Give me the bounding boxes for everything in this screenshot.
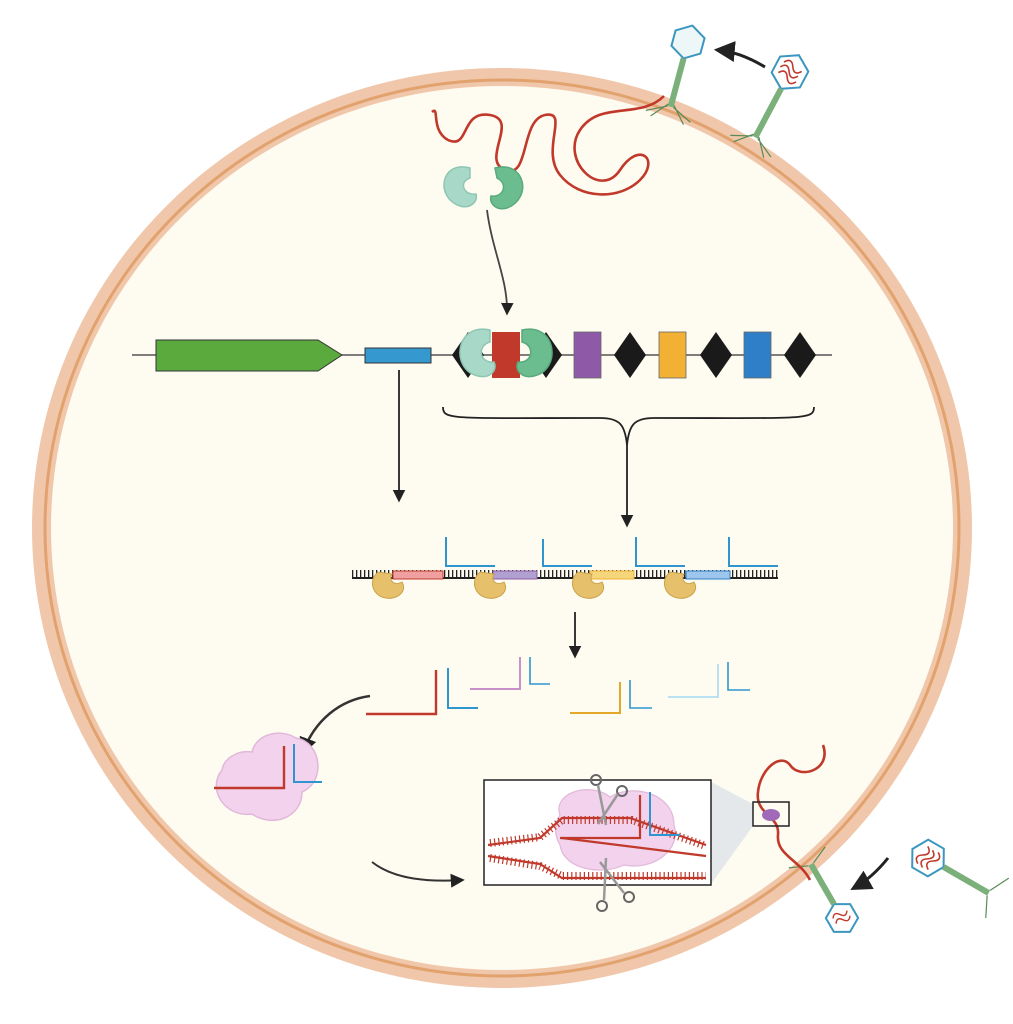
crispr-locus [132, 328, 832, 379]
mature-crrna-set [366, 657, 750, 716]
leader-sequence [364, 347, 432, 364]
scissors-icon [590, 774, 628, 826]
spacer-new [492, 332, 520, 378]
spacer [743, 331, 772, 379]
repeat [700, 332, 732, 378]
repeat [784, 332, 816, 378]
cas1-cas2-adaptation-complex-icon [443, 166, 524, 210]
repeat [614, 332, 646, 378]
spacer [658, 331, 687, 379]
effector-complex-icon [214, 732, 322, 822]
cas1-cas2-integration-icon [459, 328, 553, 378]
phage-icon [645, 24, 706, 125]
scissors-icon [596, 857, 635, 912]
rnase-icon [371, 571, 696, 599]
spacer [573, 331, 602, 379]
phage-dna-strand [431, 95, 665, 196]
phage-icon [730, 54, 810, 158]
phage-icon [788, 846, 860, 933]
pre-crrna-processing [352, 537, 778, 599]
cas-operon-gene [155, 339, 343, 372]
magnifier-inset-icon [483, 774, 712, 912]
phage-icon [911, 838, 1010, 918]
invading-phage-dna [756, 744, 826, 881]
